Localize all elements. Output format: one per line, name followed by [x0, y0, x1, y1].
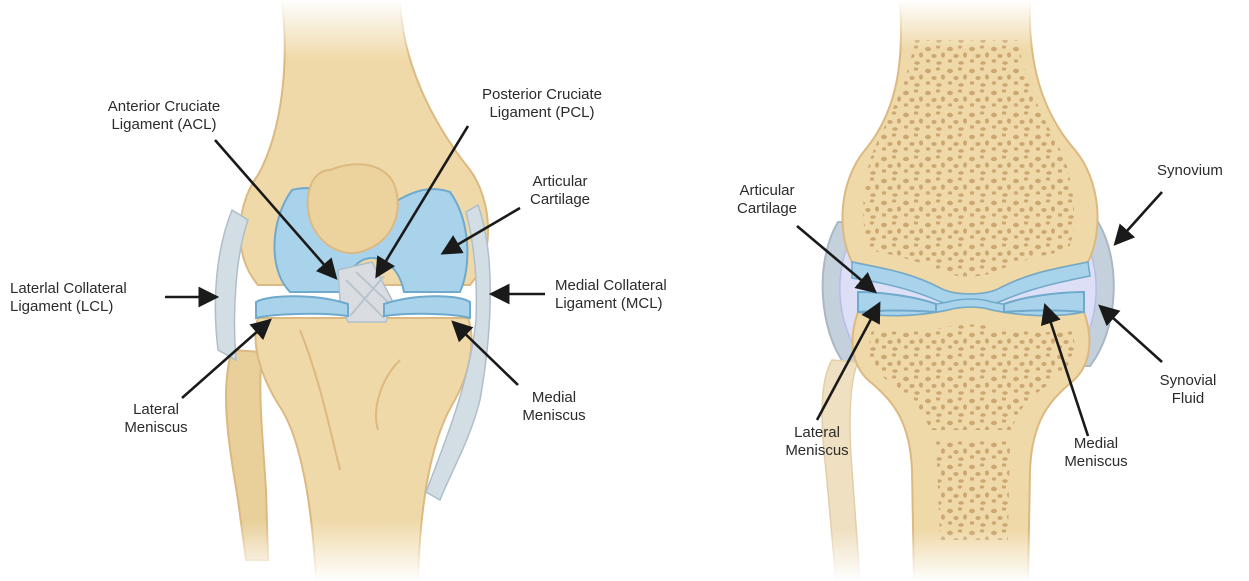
lateral-meniscus: [256, 296, 348, 318]
label-lcl: Laterlal Collateral Ligament (LCL): [10, 280, 160, 316]
label-acl: Anterior Cruciate Ligament (ACL): [86, 98, 242, 134]
label-mcl: Medial Collateral Ligament (MCL): [555, 277, 705, 313]
right-knee-illustration: [820, 0, 1120, 581]
label-articular-cartilage-left: Articular Cartilage: [510, 173, 610, 209]
label-pcl: Posterior Cruciate Ligament (PCL): [462, 86, 622, 122]
patella: [308, 164, 398, 253]
label-lateral-meniscus-right: Lateral Meniscus: [767, 424, 867, 460]
label-medial-meniscus-left: Medial Meniscus: [504, 389, 604, 425]
lcl-ligament: [215, 210, 248, 360]
label-articular-cartilage-right: Articular Cartilage: [717, 182, 817, 218]
arrow-synovium: [1117, 192, 1162, 242]
label-synovium: Synovium: [1157, 162, 1247, 180]
arrow-synovial-fluid: [1102, 308, 1162, 362]
label-lateral-meniscus-left: Lateral Meniscus: [106, 401, 206, 437]
label-medial-meniscus-right: Medial Meniscus: [1046, 435, 1146, 471]
medial-meniscus: [384, 296, 470, 318]
label-synovial-fluid: Synovial Fluid: [1148, 372, 1228, 408]
